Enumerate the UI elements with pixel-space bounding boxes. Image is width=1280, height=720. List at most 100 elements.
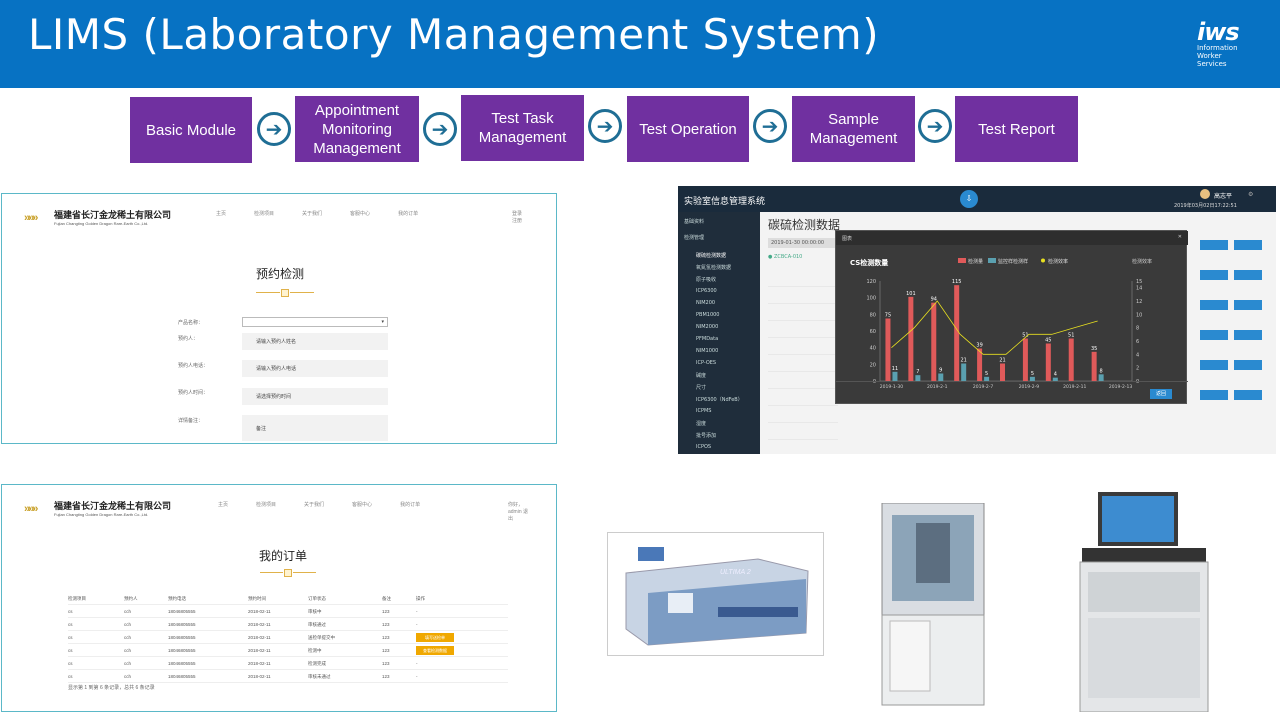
x-tick-label: 2019-2-7 (973, 384, 994, 390)
company-logo: »»» 福建省长汀金龙稀土有限公司 Fujian Changting Golde… (24, 208, 171, 226)
row-action-button[interactable] (1200, 360, 1228, 370)
sidebar-item[interactable]: NIM2000 (696, 324, 719, 330)
row-action-button[interactable] (1200, 270, 1228, 280)
sidebar-item[interactable]: ICP6300 (696, 288, 717, 294)
row-action-button[interactable] (1200, 240, 1228, 250)
column-header: 检测项目 (68, 596, 86, 601)
device-filter[interactable]: ● ZCBCA-010 (768, 254, 803, 260)
nav-orders[interactable]: 我的订单 (398, 211, 419, 217)
order-action-button[interactable]: 填写送检单 (416, 633, 454, 642)
sidebar-item[interactable]: 尺寸 (696, 385, 707, 391)
y-tick-label: 40 (870, 346, 876, 352)
top-nav: 主页 检测项目 关于我们 客服中心 我的订单 (216, 210, 446, 217)
nav-orders[interactable]: 我的订单 (400, 502, 421, 508)
column-header: 操作 (416, 596, 425, 601)
sidebar-item[interactable]: 批号添加 (696, 433, 717, 439)
header-banner: LIMS (Laboratory Management System) iws … (0, 0, 1280, 88)
product-select[interactable]: ▾ (242, 317, 388, 327)
phone-input[interactable]: 请输入预约人电话 (242, 360, 388, 377)
table-cell: 审核通过 (308, 622, 326, 627)
nav-home[interactable]: 主页 (216, 211, 227, 217)
nav-about[interactable]: 关于我们 (302, 211, 323, 217)
row-action-button[interactable] (1234, 240, 1262, 250)
sidebar-item[interactable]: 湿度 (696, 421, 707, 427)
sidebar-item[interactable]: NIM1000 (696, 348, 719, 354)
row-action-button[interactable] (1234, 270, 1262, 280)
sidebar-item[interactable]: ICP6300（NdFeB） (696, 397, 743, 403)
y-tick-label: 100 (866, 296, 876, 302)
pager-text: 显示第 1 到第 6 条记录，总共 6 条记录 (68, 685, 155, 691)
table-cell: cch (124, 648, 132, 653)
table-cell: cch (124, 609, 132, 614)
bar-total (885, 318, 891, 381)
table-cell: cs (68, 674, 73, 679)
legend-swatch (1041, 258, 1045, 263)
user-links[interactable]: 登录 注册 (512, 211, 523, 224)
orders-screenshot: »»» 福建省长汀金龙稀土有限公司 Fujian Changting Golde… (1, 484, 557, 712)
heading-ornament (260, 569, 316, 577)
row-action-button[interactable] (1234, 300, 1262, 310)
y2-tick-label: 10 (1136, 312, 1142, 318)
row-action-button[interactable] (1234, 390, 1262, 400)
table-cell: cs (68, 622, 73, 627)
table-cell: 123 (382, 648, 390, 653)
table-cell: 123 (382, 674, 390, 679)
y2-tick-label: 4 (1136, 352, 1139, 358)
sidebar-item[interactable]: 原子吸收 (696, 277, 717, 283)
sidebar-item[interactable]: ICPOS (696, 444, 712, 450)
person-input[interactable]: 请输入预约人姓名 (242, 333, 388, 350)
form-heading: 预约检测 (256, 267, 305, 281)
row-action-button[interactable] (1200, 330, 1228, 340)
bar-value-label: 115 (952, 279, 962, 285)
sidebar-item[interactable]: PBM1000 (696, 312, 720, 318)
date-filter[interactable]: 2019-01-30 00:00:00 (768, 238, 838, 248)
sidebar-item[interactable]: 检测管理 (684, 235, 705, 241)
gear-icon[interactable]: ⚙ (1248, 191, 1254, 198)
sidebar-item[interactable]: 氧氮氢检测数据 (696, 265, 732, 271)
nav-home[interactable]: 主页 (218, 502, 229, 508)
return-button[interactable]: 返回 (1150, 389, 1172, 399)
field-label-product: 产品名称： (178, 320, 204, 326)
nav-service[interactable]: 客服中心 (350, 211, 371, 217)
notes-input[interactable]: 备注 (242, 415, 388, 441)
nav-service[interactable]: 客服中心 (352, 502, 373, 508)
bar-total (1045, 343, 1051, 381)
download-icon[interactable]: ⇩ (960, 190, 978, 208)
row-action-button[interactable] (1234, 330, 1262, 340)
close-icon[interactable]: ✕ (1177, 234, 1182, 240)
y2-tick-label: 0 (1136, 379, 1139, 385)
bar-value-label: 4 (1054, 372, 1057, 378)
row-action-button[interactable] (1200, 390, 1228, 400)
row-action-button[interactable] (1200, 300, 1228, 310)
y-tick-label: 20 (870, 362, 876, 368)
bar-monitor (1098, 374, 1104, 381)
sidebar-item[interactable]: NIM200 (696, 300, 716, 306)
user-name: 高志平 (1214, 193, 1233, 200)
order-action-button[interactable]: 查看检测数据 (416, 646, 454, 655)
sidebar-item[interactable]: PFMData (696, 336, 719, 342)
column-header: 备注 (382, 596, 391, 601)
table-cell: - (416, 661, 418, 666)
sidebar-item[interactable]: ICPMS (696, 408, 712, 414)
bar-value-label: 45 (1045, 338, 1051, 344)
sidebar-item[interactable]: 基础资料 (684, 219, 705, 225)
legend-swatch (958, 258, 966, 263)
nav-items[interactable]: 检测项目 (254, 211, 275, 217)
user-links[interactable]: 你好，admin 退出 (508, 502, 529, 522)
sidebar-item[interactable]: 碳硫检测数据 (696, 253, 727, 259)
row-action-button[interactable] (1234, 360, 1262, 370)
nav-about[interactable]: 关于我们 (304, 502, 325, 508)
logo-word: iws (1197, 18, 1240, 46)
time-input[interactable]: 请选择预约时间 (242, 388, 388, 405)
table-cell: - (416, 609, 418, 614)
bar-total (931, 302, 937, 381)
table-cell: 123 (382, 622, 390, 627)
table-cell: 123 (382, 635, 390, 640)
nav-items[interactable]: 检测项目 (256, 502, 277, 508)
y-tick-label: 120 (866, 279, 876, 285)
sidebar-item[interactable]: ICP-OES (696, 360, 717, 366)
sidebar-item[interactable]: 碱度 (696, 373, 707, 379)
table-cell: 检测完成 (308, 661, 326, 666)
ultima-label: ULTIMA 2 (720, 569, 751, 576)
